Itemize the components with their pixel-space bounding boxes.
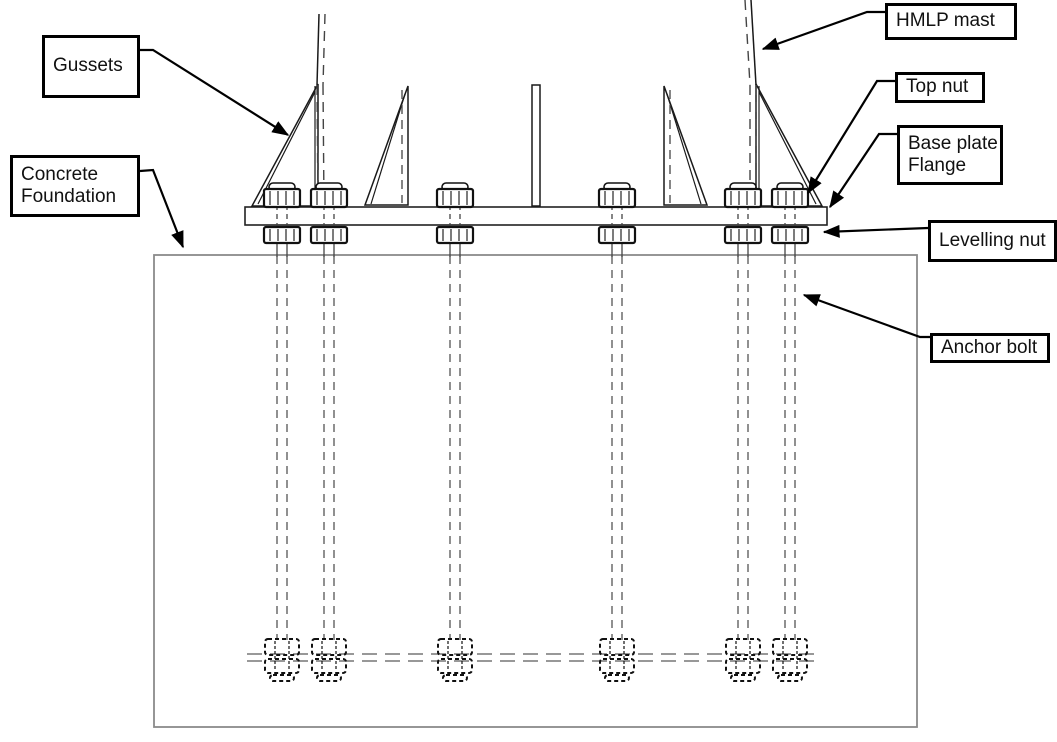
embedded-nut-upper [725,638,761,656]
top-nut [262,187,302,209]
levelling-nut [723,225,763,245]
embedded-nut-lower [311,658,347,674]
levelling-nut [597,225,637,245]
embedded-bolt-end [730,674,756,682]
gussets-group [250,83,824,207]
label-levelling-nut-text: Levelling nut [939,229,1046,251]
anchor-bolts-embedded [264,256,808,682]
anchor-bolt-embedded [725,256,761,682]
embedded-nut-upper [437,638,473,656]
embedded-bolt-end [604,674,630,682]
anchor-bolt-embedded [437,256,473,682]
base-plate-flange [244,206,828,226]
embedded-nut-lower [264,658,300,674]
levelling-nut [309,225,349,245]
embedded-nut-upper [264,638,300,656]
top-nut [770,187,810,209]
anchor-bolt-embedded [772,256,808,682]
label-gussets: Gussets [42,35,140,98]
top-nut [723,187,763,209]
anchor-bolt-at-plate [435,182,475,257]
embedded-nut-lower [772,658,808,674]
embedded-bolt-end [316,674,342,682]
embedded-nut-lower [599,658,635,674]
label-anchor-bolt-text: Anchor bolt [941,336,1038,358]
label-concrete-foundation-line1: Concrete [21,163,99,185]
levelling-nut [262,225,302,245]
gusset-right-inner [663,85,709,206]
anchor-template-plate [247,653,822,662]
embedded-nut-upper [772,638,808,656]
leader-levelling-nut [822,224,929,238]
anchor-bolt-at-plate [770,182,810,257]
label-levelling-nut: Levelling nut [928,220,1057,262]
leader-concrete [139,168,185,249]
anchor-bolt-embedded [264,256,300,682]
gusset-left-inner [363,85,409,206]
hmlp-mast [316,0,757,207]
top-nut [435,187,475,209]
embedded-nut-lower [725,658,761,674]
embedded-nut-upper [599,638,635,656]
anchor-bolts-at-plate [262,182,810,257]
embedded-bolt-end [777,674,803,682]
label-anchor-bolt: Anchor bolt [930,333,1050,363]
top-nut [597,187,637,209]
concrete-foundation-outline [153,254,918,728]
label-base-plate-line1: Base plate [908,132,998,154]
label-concrete-foundation-line2: Foundation [21,186,117,207]
anchor-bolt-at-plate [597,182,637,257]
levelling-nut [435,225,475,245]
label-hmlp-mast-text: HMLP mast [896,10,995,32]
top-nut [309,187,349,209]
label-top-nut: Top nut [895,72,985,103]
embedded-bolt-end [442,674,468,682]
anchor-bolt-embedded [599,256,635,682]
label-hmlp-mast: HMLP mast [885,3,1017,40]
leader-base-plate [829,132,897,209]
label-base-plate-line2: Flange [908,155,967,176]
gusset-center [531,84,541,207]
label-gussets-text: Gussets [53,55,123,77]
leader-gussets [140,48,290,136]
anchor-bolt-at-plate [309,182,349,257]
embedded-nut-lower [437,658,473,674]
anchor-bolt-embedded [311,256,347,682]
leader-lines [139,10,930,339]
label-top-nut-text: Top nut [906,76,969,98]
leader-hmlp [761,10,885,51]
embedded-nut-upper [311,638,347,656]
leader-top-nut [807,79,895,195]
levelling-nut [770,225,810,245]
label-base-plate-flange: Base plate Flange [897,125,1003,185]
anchor-bolt-at-plate [262,182,302,257]
leader-anchor-bolt [802,293,930,339]
anchor-bolt-at-plate [723,182,763,257]
embedded-bolt-end [269,674,295,682]
label-concrete-foundation: Concrete Foundation [10,155,140,217]
